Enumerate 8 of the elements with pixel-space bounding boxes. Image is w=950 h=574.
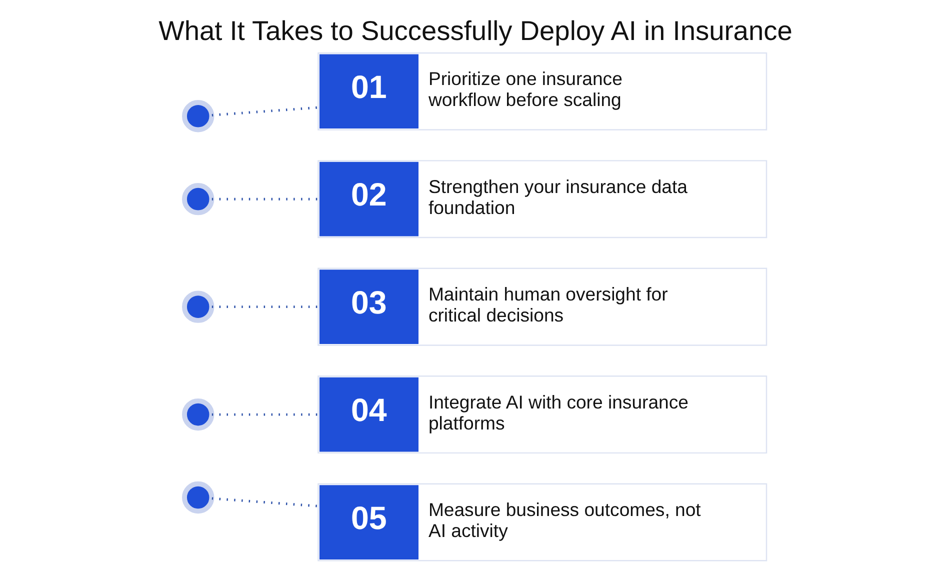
node-circle bbox=[182, 182, 214, 216]
connector bbox=[211, 106, 318, 116]
node-circle bbox=[182, 100, 214, 132]
diagram-title: What It Takes to Successfully Deploy AI in Insurance bbox=[158, 15, 792, 46]
node-circle bbox=[182, 398, 214, 431]
connector bbox=[211, 497, 318, 508]
node-circle bbox=[182, 481, 214, 514]
node-circle bbox=[182, 290, 214, 323]
